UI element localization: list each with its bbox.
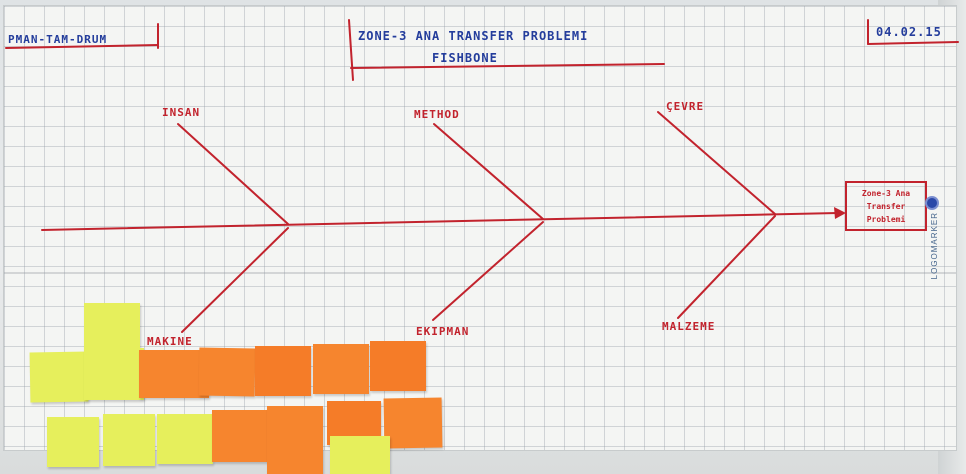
bone-makine — [181, 227, 289, 333]
bone-ekipman — [432, 221, 544, 321]
bone-cevre — [657, 111, 776, 215]
category-cevre: ÇEVRE — [666, 100, 705, 113]
bone-method — [433, 123, 544, 220]
board-title: ZONE-3 ANA TRANSFER PROBLEMI — [358, 29, 589, 43]
bone-insan — [177, 123, 289, 225]
sticky-note-yellow — [84, 303, 140, 349]
category-method: METHOD — [414, 108, 460, 121]
date-underline — [867, 41, 959, 45]
magnet-pin-icon — [927, 198, 937, 208]
head-line-3: Problemi — [866, 214, 906, 224]
sticky-note-orange — [370, 341, 426, 391]
sticky-note-yellow — [29, 351, 89, 403]
fish-spine — [41, 212, 839, 231]
team-label: PMAN-TAM-DRUM — [8, 33, 108, 46]
sticky-note-yellow — [157, 414, 213, 464]
category-makine: MAKINE — [147, 335, 193, 348]
head-line-2: Transfer — [866, 201, 906, 211]
sticky-note-orange — [383, 397, 443, 449]
category-insan: INSAN — [162, 106, 201, 119]
category-malzeme: MALZEME — [662, 320, 716, 333]
sticky-note-yellow — [84, 348, 144, 400]
sticky-note-orange — [139, 350, 209, 398]
sticky-note-orange — [255, 346, 311, 396]
sticky-note-orange — [267, 406, 323, 474]
sticky-note-yellow — [103, 414, 155, 466]
title-underline — [350, 63, 665, 69]
board-subtitle: FISHBONE — [432, 51, 498, 65]
sticky-note-orange — [313, 344, 369, 394]
brand-watermark: LOGOMARKER — [930, 212, 939, 280]
fishbone-head-problem: Zone-3 Ana Transfer Problemi — [845, 181, 927, 231]
category-ekipman: EKIPMAN — [416, 325, 470, 338]
sticky-note-yellow — [330, 436, 390, 474]
paper-fold-line — [4, 272, 956, 274]
sticky-note-orange — [212, 410, 268, 462]
bone-malzeme — [677, 215, 776, 319]
spine-arrowhead — [834, 207, 846, 219]
team-underline — [5, 44, 159, 49]
title-frame-left — [348, 19, 354, 81]
sticky-note-yellow — [47, 417, 99, 467]
head-line-1: Zone-3 Ana — [861, 188, 911, 198]
sticky-note-orange — [198, 347, 256, 397]
board-date: 04.02.15 — [876, 25, 942, 39]
